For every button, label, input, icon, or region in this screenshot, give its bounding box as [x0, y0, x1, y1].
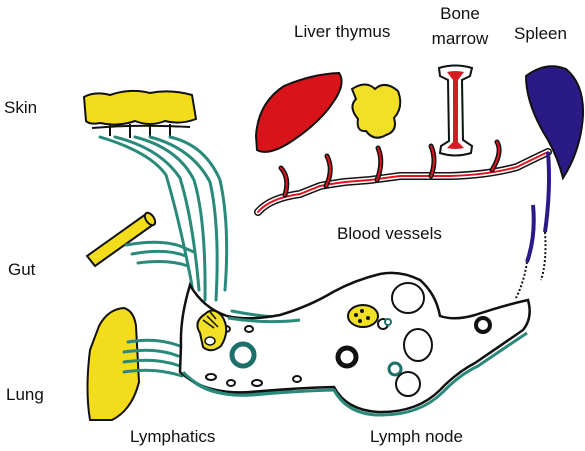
lung-label: Lung [6, 385, 44, 405]
liver-thymus-label: Liver thymus [294, 22, 390, 42]
skin-label: Skin [4, 98, 37, 118]
bone-marrow-organ [439, 66, 472, 156]
gut-organ [87, 211, 157, 266]
yellow-dendritic-cell [348, 305, 378, 327]
lymph-node [180, 273, 530, 415]
bone-marrow-label-line1: Bone [430, 4, 490, 24]
thymus-organ [352, 85, 400, 138]
liver-organ [256, 73, 342, 152]
gut-label: Gut [8, 260, 35, 280]
blood-vessels-label: Blood vessels [337, 224, 442, 244]
skin-organ [84, 91, 196, 138]
lymphatics-label: Lymphatics [130, 427, 215, 447]
lung-organ [88, 308, 140, 420]
spleen-label: Spleen [514, 24, 567, 44]
lymph-node-label: Lymph node [370, 427, 463, 447]
yellow-immune-cell [197, 310, 226, 350]
bone-marrow-label-line2: marrow [423, 29, 497, 49]
